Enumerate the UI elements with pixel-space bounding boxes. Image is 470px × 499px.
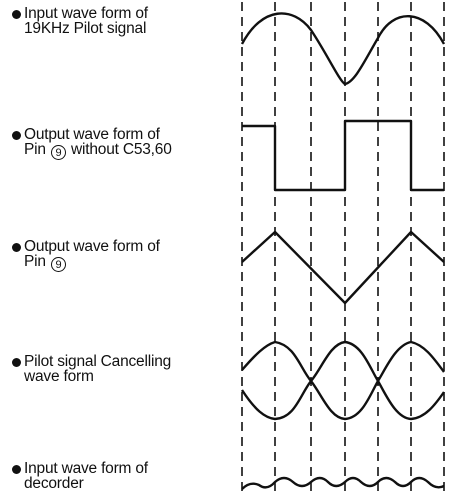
- pin-number-circle: 9: [50, 145, 66, 160]
- bullet-icon: [12, 358, 21, 367]
- label-line: Input wave form of: [24, 5, 148, 22]
- guide-lines: [241, 2, 445, 497]
- label-pin9-output-without-cap: Output wave form of Pin 9 without C53,60: [12, 127, 240, 160]
- label-line: Pin 9: [12, 254, 240, 272]
- cancelling-wave-b: [240, 379, 445, 421]
- label-line: Input wave form of: [24, 460, 148, 477]
- label-decoder-input: Input wave form of decorder: [12, 461, 240, 491]
- label-line: Output wave form of: [24, 126, 160, 143]
- label-line: Output wave form of: [24, 238, 160, 255]
- label-line: 19KHz Pilot signal: [24, 20, 147, 37]
- square-wave: [242, 119, 444, 192]
- bullet-icon: [12, 465, 21, 474]
- label-suffix: without C53,60: [71, 141, 172, 158]
- label-line: Pin 9 without C53,60: [12, 142, 240, 160]
- pin-text: Pin: [24, 141, 46, 158]
- label-line: decorder: [24, 475, 84, 492]
- label-cancelling: Pilot signal Cancelling wave form: [12, 354, 240, 384]
- pin-number-circle: 9: [50, 257, 66, 272]
- label-pilot-input: Input wave form of 19KHz Pilot signal: [12, 6, 240, 36]
- label-line: Pilot signal Cancelling: [24, 353, 172, 370]
- label-line: wave form: [24, 368, 94, 385]
- label-pin9-output: Output wave form of Pin 9: [12, 239, 240, 272]
- triangle-wave: [241, 230, 445, 305]
- bullet-icon: [12, 243, 21, 252]
- bullet-icon: [12, 131, 21, 140]
- pin-text: Pin: [24, 253, 46, 270]
- bullet-icon: [12, 10, 21, 19]
- cancelling-wave-a: [241, 340, 445, 383]
- pilot-sine-wave: [240, 12, 446, 86]
- decoder-input-wave: [241, 476, 445, 490]
